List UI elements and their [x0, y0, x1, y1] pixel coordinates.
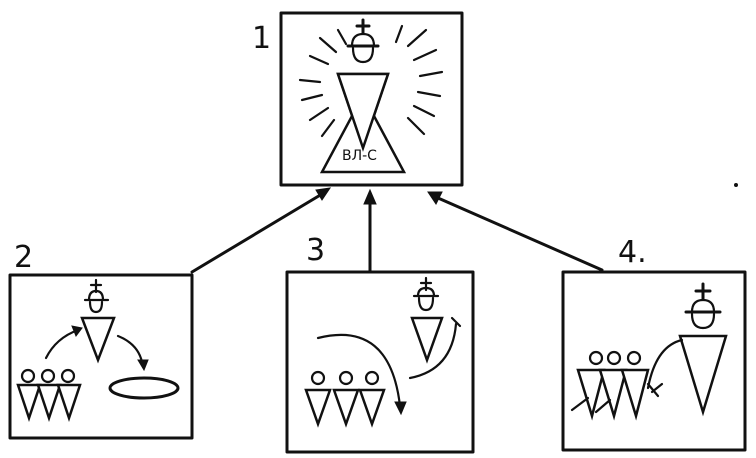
panel-4: 4. — [561, 235, 747, 452]
connector-arrows — [190, 187, 604, 274]
arrowhead-3 — [363, 188, 377, 205]
panel-1-frame — [279, 11, 464, 187]
arrow-priest-to-table — [116, 334, 144, 364]
priest-figure — [80, 278, 116, 364]
panel-2-frame — [8, 273, 194, 440]
radiance-rays — [298, 24, 444, 138]
panel-1: 1 ВЛ-С — [252, 11, 464, 187]
panel-3: 3 — [285, 233, 475, 454]
arrow-2-to-1 — [190, 192, 324, 274]
panel-4-number: 4. — [618, 235, 647, 270]
priest-arm — [646, 338, 684, 390]
people-group — [304, 370, 386, 428]
priest-hand-arrow — [408, 322, 458, 380]
people-group — [570, 350, 650, 421]
priest-figure — [410, 276, 444, 364]
arrowhead-4 — [427, 191, 443, 205]
patriarch-figure: ВЛ-С — [319, 18, 407, 174]
arrow-people-to-priest — [44, 328, 80, 360]
people-group — [16, 368, 82, 422]
oval-shape — [108, 376, 180, 400]
panel-3-number: 3 — [306, 233, 325, 268]
priest-figure — [678, 282, 728, 417]
arrow-4-to-1 — [436, 196, 604, 272]
panel-4-frame — [561, 270, 747, 452]
panel-3-frame — [285, 270, 475, 454]
panel-2: 2 — [8, 240, 194, 440]
arc-arrow — [316, 333, 402, 408]
arrowhead-2 — [315, 187, 332, 201]
panel-2-number: 2 — [14, 240, 33, 275]
panel-1-badge: ВЛ-С — [342, 148, 377, 164]
panel-1-number: 1 — [252, 21, 271, 56]
stray-mark — [734, 183, 738, 187]
